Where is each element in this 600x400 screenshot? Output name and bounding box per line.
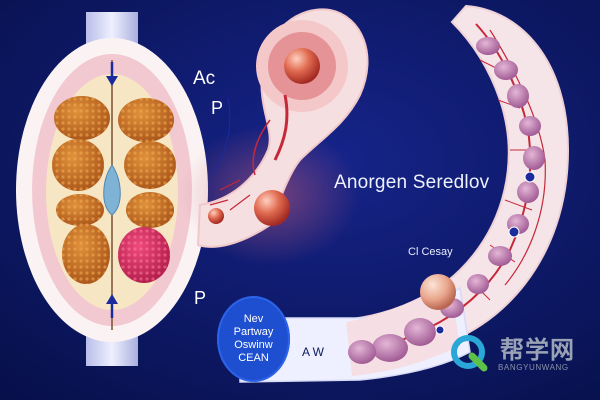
label-p-top: P xyxy=(211,98,224,118)
watermark-chinese-text: 帮学网 xyxy=(500,335,575,364)
label-ac: Ac xyxy=(193,68,216,89)
badge-line-2: Partway xyxy=(233,326,274,338)
badge-line-3: Oswinw xyxy=(234,339,273,351)
pathway-badge: Nev Partway Oswinw CEAN xyxy=(217,296,290,382)
label-title: Anorgen Seredlov xyxy=(334,172,490,193)
watermark-logo-icon xyxy=(451,335,488,372)
label-cl: Cl Cesay xyxy=(408,246,453,258)
badge-line-1: Nev xyxy=(243,313,264,325)
label-aw: A W xyxy=(302,345,325,359)
badge-line-4: CEAN xyxy=(238,352,269,364)
watermark: 帮学网 BANGYUNWANG xyxy=(448,330,588,378)
watermark-english-text: BANGYUNWANG xyxy=(498,363,569,372)
label-p-bottom: P xyxy=(194,288,207,308)
